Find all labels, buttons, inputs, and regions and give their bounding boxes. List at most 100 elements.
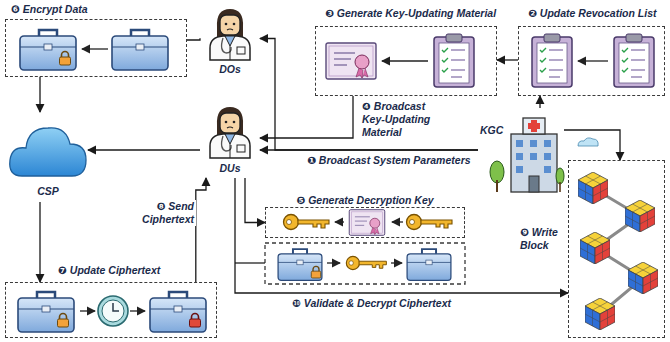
dashed-frame [5,282,217,338]
step-label: ❶ Broadcast System Parameters [305,154,473,167]
data-owner-icon [210,9,250,60]
hospital-icon-part [490,161,504,183]
cloud-icon [10,128,86,176]
revocation-illustration [532,34,654,87]
key-updating-illustration-part [326,43,376,79]
hospital-icon-part-part [530,140,537,147]
flow-arrow [564,130,620,160]
update-ciphertext-illustration-part [150,292,206,332]
hospital-icon-part-part [544,166,551,173]
step-label: ❽ Send Ciphertext [134,200,196,226]
dashed-frame [518,26,665,96]
key-updating-illustration [326,34,474,87]
step-heading: ❸ Generate Key-Updating Material [325,7,496,20]
flow-arrow [88,149,200,150]
hospital-icon-part-part [516,153,523,160]
revocation-illustration-part [614,34,654,87]
data-user-icon [210,107,250,158]
hospital-icon-part [511,134,557,192]
step-heading: ❼ Update Ciphertext [58,264,160,277]
actor-label: KGC [480,124,503,137]
encrypt-illustration-part [112,30,168,70]
dashed-frame [265,207,465,238]
hospital-icon-part-part [530,153,537,160]
flow-arrow [235,178,568,293]
hospital-icon-part [523,118,545,134]
decrypt-illustration-part [391,262,402,263]
decrypt-illustration-part [235,262,265,263]
flow-arrow [187,38,200,40]
hospital-icon-part [529,176,539,192]
actor-label: DOs [200,63,260,76]
actor-label: CSP [8,185,88,198]
hospital-icon-part-part [544,140,551,147]
step-heading: ❷ Update Revocation List [528,7,657,20]
key-updating-illustration-part [434,34,474,87]
decrypt-illustration [235,243,465,284]
decryption-key-illustration-part [335,221,344,222]
step-label: ❹ Broadcast Key-Updating Material [360,100,438,138]
actor-node: KGC [478,108,564,196]
hospital-icon-part [556,168,564,184]
step-box: ❷ Update Revocation List [518,4,665,96]
hospital-icon-part-part [516,140,523,147]
update-ciphertext-illustration-part [102,300,124,322]
decryption-key-illustration-part [407,215,453,230]
hospital-icon-part-part [516,166,523,173]
decrypt-illustration-part [278,249,322,280]
encrypt-illustration [20,30,168,70]
step-heading: ❻ Encrypt Data [11,3,88,16]
flow-arrow [497,59,518,60]
encrypt-illustration-part [20,30,76,70]
dashed-frame [315,26,497,96]
encrypt-illustration-part [82,48,108,49]
decryption-key-illustration-part [392,221,403,222]
step-box: ❸ Generate Key-Updating Material [315,4,497,96]
key-updating-illustration-part [382,60,428,61]
flow-arrow [260,96,353,138]
decryption-key-illustration-part [284,215,330,230]
revocation-illustration-part [532,34,572,87]
blockchain-illustration-part [628,262,658,294]
hospital-icon-part [559,182,561,192]
decrypt-illustration-part [311,266,320,278]
blockchain-illustration [578,172,658,330]
blockchain-illustration-part [585,298,615,330]
update-ciphertext-illustration-part [98,296,128,326]
blockchain-illustration-part [625,200,655,232]
decrypt-illustration-part [265,243,465,284]
actor-node: DUs [200,100,260,178]
hospital-icon-part [528,123,540,129]
update-ciphertext-illustration-part [80,310,95,311]
step-box: ❾ Write Block [520,160,665,338]
step-box: ❼ Update Ciphertext [5,258,217,338]
update-ciphertext-illustration-part [190,314,201,328]
blockchain-illustration-part [578,172,608,204]
hospital-icon-part [578,138,598,146]
hospital-icon-part [516,140,551,173]
decryption-key-illustration [284,210,453,236]
hospital-icon-part [496,180,498,192]
update-ciphertext-illustration-part [58,314,69,328]
hospital-icon-part-part [544,153,551,160]
step-heading: ❾ Write Block [520,226,566,252]
update-ciphertext-illustration [18,292,206,332]
blockchain-illustration-part [580,232,610,264]
update-ciphertext-illustration-part [130,310,145,311]
flow-arrow [196,178,206,282]
flow-arrow [539,96,540,108]
step-box: ❻ Encrypt Data [5,2,187,77]
dashed-frame [568,160,665,338]
dashed-frame [5,19,187,77]
flow-arrow [39,77,40,112]
update-ciphertext-illustration-part [113,303,119,311]
step-label: ❿ Validate & Decrypt Ciphertext [290,297,453,310]
decrypt-illustration-part [407,249,451,280]
flow-arrow [245,178,265,223]
step-box: ❺ Generate Decryption Key [265,194,465,238]
